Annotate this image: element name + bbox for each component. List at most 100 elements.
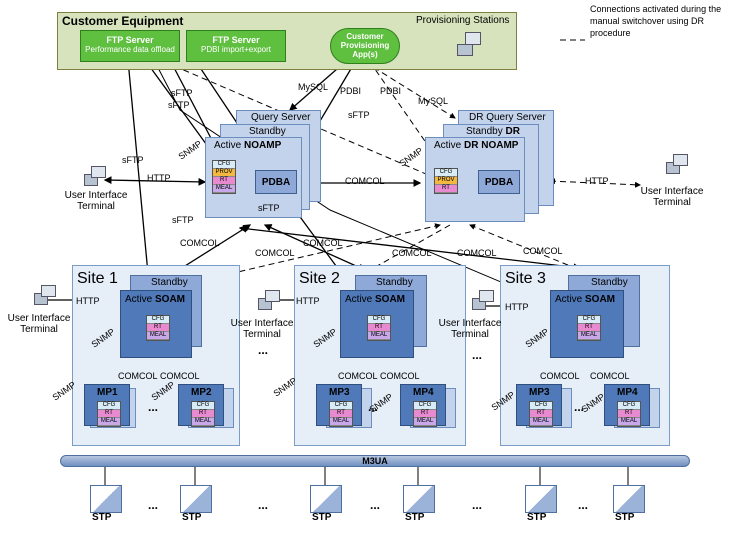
stp-icon[interactable] — [403, 485, 435, 513]
http-label: HTTP — [147, 173, 171, 183]
db-prov: PROV — [213, 169, 235, 177]
http-label: HTTP — [505, 302, 529, 312]
user-interface-terminal-label: User Interface Terminal — [640, 186, 704, 208]
db-meal: MEAL — [368, 332, 390, 340]
db-rt: RT — [330, 410, 352, 418]
http-label: HTTP — [76, 296, 100, 306]
mp1-box[interactable]: MP1 CFG RT MEAL — [84, 384, 130, 427]
db-rt: RT — [213, 177, 235, 185]
db-rt: RT — [414, 410, 436, 418]
user-interface-terminal-label: User Interface Terminal — [64, 190, 128, 212]
active-soam-label: Active SOAM — [345, 295, 405, 305]
stp-icon[interactable] — [310, 485, 342, 513]
db-cfg: CFG — [192, 402, 214, 410]
db-meal: MEAL — [98, 418, 120, 426]
comcol-label: COMCOL — [590, 371, 630, 381]
soam-database-icon: CFG RT MEAL — [367, 315, 391, 341]
stp-icon[interactable] — [613, 485, 645, 513]
standby-label: Standby — [591, 277, 628, 288]
stp-label: STP — [312, 512, 332, 523]
customer-provisioning-app[interactable]: Customer Provisioning App(s) — [330, 28, 400, 64]
site3-mp3-box[interactable]: MP3 CFG RT MEAL — [516, 384, 562, 427]
site3-mp4-box[interactable]: MP4 CFG RT MEAL — [604, 384, 650, 427]
soam-database-icon: CFG RT MEAL — [577, 315, 601, 341]
ellipsis: ... — [370, 498, 381, 512]
active-dr-noamp[interactable]: Active DR NOAMP CFG PROV RT PDBA — [425, 137, 525, 222]
db-cfg: CFG — [368, 316, 390, 324]
ellipsis: ... — [574, 400, 585, 414]
db-prov: PROV — [435, 177, 457, 185]
active-soam-site2[interactable]: Active SOAM CFG RT MEAL — [340, 290, 414, 358]
pdba-box[interactable]: PDBA — [255, 170, 297, 194]
comcol-label: COMCOL — [523, 246, 563, 256]
stp-label: STP — [182, 512, 202, 523]
mp-database-icon: CFG RT MEAL — [97, 401, 121, 427]
db-rt: RT — [435, 185, 457, 193]
mp4-box[interactable]: MP4 CFG RT MEAL — [400, 384, 446, 427]
soam-bold: SOAM — [155, 294, 186, 305]
query-server-label: Query Server — [251, 112, 311, 123]
mysql-label: MySQL — [418, 96, 449, 106]
mp-label: MP2 — [191, 387, 212, 398]
ftp-server-pdbi[interactable]: FTP Server PDBI import+export — [186, 30, 286, 62]
mp3-box[interactable]: MP3 CFG RT MEAL — [316, 384, 362, 427]
db-cfg: CFG — [578, 316, 600, 324]
db-meal: MEAL — [578, 332, 600, 340]
db-rt: RT — [578, 324, 600, 332]
ftp-server-sub: PDBI import+export — [200, 45, 272, 54]
sftp-label: sFTP — [122, 155, 144, 165]
db-cfg: CFG — [618, 402, 640, 410]
stp-icon[interactable] — [180, 485, 212, 513]
standby-label: Standby — [249, 126, 286, 137]
sftp-label: sFTP — [348, 110, 370, 120]
db-meal: MEAL — [330, 418, 352, 426]
db-cfg: CFG — [147, 316, 169, 324]
ellipsis: ... — [472, 348, 483, 362]
active-prefix: Active — [555, 294, 586, 305]
mp-database-icon: CFG RT MEAL — [329, 401, 353, 427]
db-meal: MEAL — [618, 418, 640, 426]
terminal-icon — [472, 290, 494, 310]
ellipsis: ... — [578, 498, 589, 512]
db-cfg: CFG — [530, 402, 552, 410]
comcol-label: COMCOL — [457, 248, 497, 258]
db-meal: MEAL — [414, 418, 436, 426]
stp-label: STP — [92, 512, 112, 523]
mp2-box[interactable]: MP2 CFG RT MEAL — [178, 384, 224, 427]
pdbi-label: PDBI — [380, 86, 402, 96]
ellipsis: ... — [258, 498, 269, 512]
user-interface-terminal-label: User Interface Terminal — [230, 318, 294, 340]
dr-pdba-box[interactable]: PDBA — [478, 170, 520, 194]
site-title: Site 1 — [77, 270, 118, 287]
active-noamp[interactable]: Active NOAMP CFG PROV RT MEAL PDBA — [205, 137, 302, 218]
provisioning-stations-label: Provisioning Stations — [416, 15, 510, 26]
site-title: Site 3 — [505, 270, 546, 287]
soam-bold: SOAM — [585, 294, 616, 305]
noamp-database-icon: CFG PROV RT MEAL — [212, 160, 236, 194]
ellipsis: ... — [148, 400, 159, 414]
active-soam-site1[interactable]: Active SOAM CFG RT MEAL — [120, 290, 192, 358]
dr-noamp-bold: DR NOAMP — [464, 140, 519, 151]
active-prefix: Active — [345, 294, 376, 305]
mp-label: MP4 — [617, 387, 638, 398]
ellipsis: ... — [148, 498, 159, 512]
comcol-label: COMCOL — [345, 176, 385, 186]
mp-label: MP4 — [413, 387, 434, 398]
active-soam-site3[interactable]: Active SOAM CFG RT MEAL — [550, 290, 624, 358]
active-prefix: Active — [125, 294, 156, 305]
m3ua-bus: M3UA — [60, 455, 690, 467]
stp-icon[interactable] — [525, 485, 557, 513]
comcol-label: COMCOL — [380, 371, 420, 381]
dr-query-server-label: DR Query Server — [469, 112, 546, 123]
mp-database-icon: CFG RT MEAL — [617, 401, 641, 427]
ftp-server-performance[interactable]: FTP Server Performance data offload — [80, 30, 180, 62]
soam-bold: SOAM — [375, 294, 406, 305]
mp-database-icon: CFG RT MEAL — [413, 401, 437, 427]
comcol-label: COMCOL — [540, 371, 580, 381]
dr-database-icon: CFG PROV RT — [434, 168, 458, 194]
db-cfg: CFG — [98, 402, 120, 410]
active-soam-label: Active SOAM — [125, 295, 185, 305]
ftp-server-title: FTP Server — [212, 35, 260, 45]
db-rt: RT — [618, 410, 640, 418]
stp-icon[interactable] — [90, 485, 122, 513]
